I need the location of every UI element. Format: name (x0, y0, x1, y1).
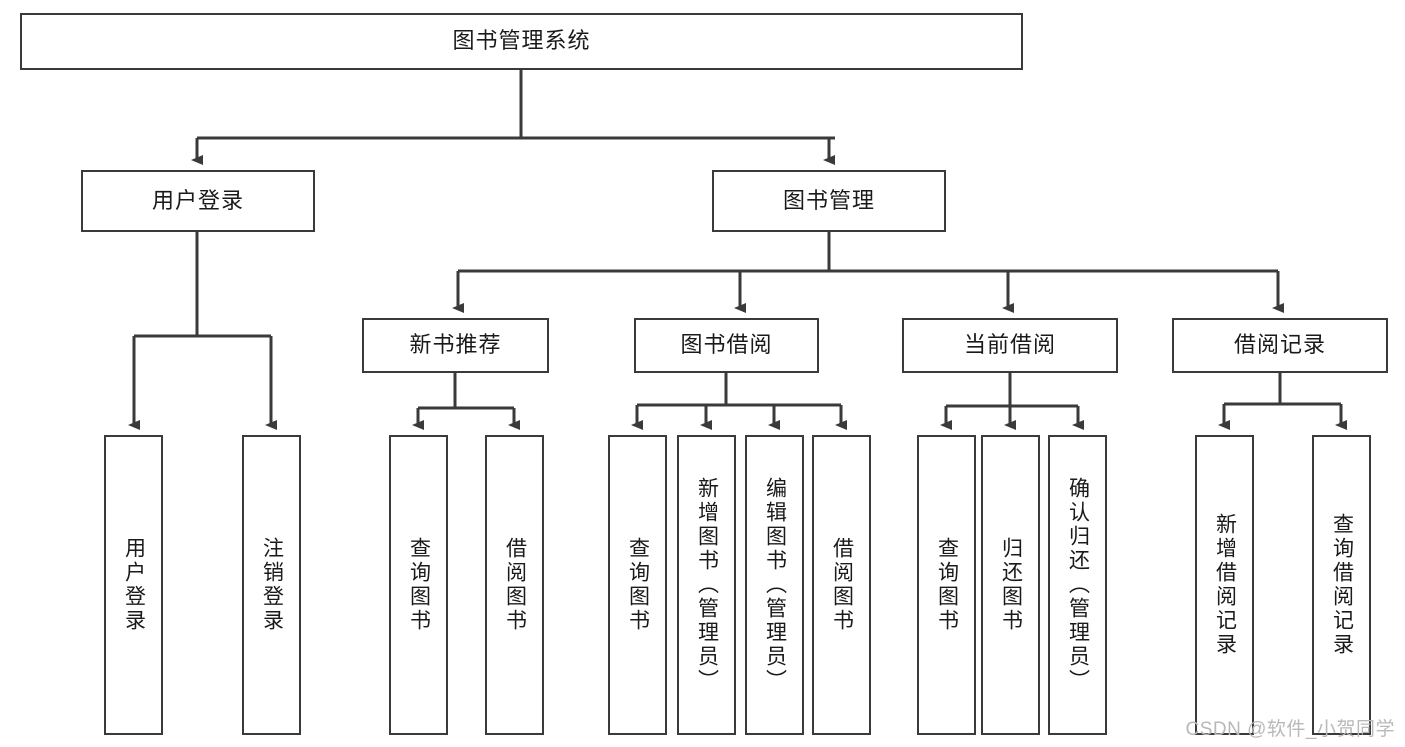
node-label: 编辑图书（管理员） (763, 477, 787, 693)
node-label: 借阅记录 (1233, 332, 1326, 358)
node-label: 图书管理 (782, 187, 875, 213)
leaf-current-borrow-query[interactable]: 查询图书 (917, 435, 976, 735)
leaf-book-borrow-edit[interactable]: 编辑图书（管理员） (745, 435, 804, 735)
node-label: 查询图书 (626, 537, 650, 633)
node-book-borrow[interactable]: 图书借阅 (634, 318, 819, 373)
node-label: 确认归还（管理员） (1066, 477, 1090, 693)
leaf-book-borrow-add[interactable]: 新增图书（管理员） (677, 435, 736, 735)
leaf-book-borrow-borrow[interactable]: 借阅图书 (812, 435, 871, 735)
leaf-borrow-record-query[interactable]: 查询借阅记录 (1312, 435, 1371, 735)
node-label: 新书推荐 (409, 332, 502, 358)
node-label: 归还图书 (999, 537, 1023, 633)
watermark: CSDN @软件_小贺同学 (1185, 719, 1395, 740)
leaf-book-borrow-query[interactable]: 查询图书 (608, 435, 667, 735)
node-book-management[interactable]: 图书管理 (712, 170, 946, 232)
leaf-user-login-login[interactable]: 用户登录 (104, 435, 163, 735)
node-label: 图书借阅 (680, 332, 773, 358)
leaf-current-borrow-return[interactable]: 归还图书 (981, 435, 1040, 735)
node-label: 新增借阅记录 (1213, 513, 1237, 657)
node-label: 注销登录 (260, 537, 284, 633)
node-label: 当前借阅 (963, 332, 1056, 358)
node-root-book-management-system[interactable]: 图书管理系统 (20, 13, 1023, 70)
leaf-current-borrow-confirm-return[interactable]: 确认归还（管理员） (1048, 435, 1107, 735)
node-label: 用户登录 (122, 537, 146, 633)
node-label: 借阅图书 (503, 537, 527, 633)
leaf-borrow-record-add[interactable]: 新增借阅记录 (1195, 435, 1254, 735)
node-label: 新增图书（管理员） (695, 477, 719, 693)
node-current-borrow[interactable]: 当前借阅 (902, 318, 1118, 373)
leaf-new-book-query[interactable]: 查询图书 (389, 435, 448, 735)
leaf-user-login-logout[interactable]: 注销登录 (242, 435, 301, 735)
node-label: 用户登录 (151, 187, 244, 213)
node-user-login[interactable]: 用户登录 (81, 170, 315, 232)
node-label: 查询图书 (407, 537, 431, 633)
node-new-book-recommend[interactable]: 新书推荐 (362, 318, 549, 373)
leaf-new-book-borrow[interactable]: 借阅图书 (485, 435, 544, 735)
node-borrow-record[interactable]: 借阅记录 (1172, 318, 1388, 373)
node-label: 查询借阅记录 (1330, 513, 1354, 657)
node-label: 查询图书 (935, 537, 959, 633)
node-label: 图书管理系统 (452, 28, 591, 54)
node-label: 借阅图书 (830, 537, 854, 633)
